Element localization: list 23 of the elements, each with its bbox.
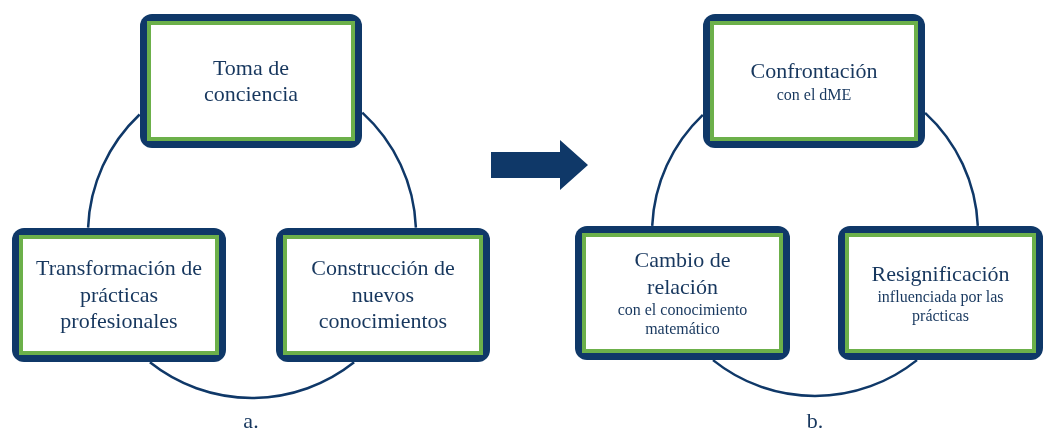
cycle-arc [86,113,141,228]
step-subtitle: con el conocimiento matemático [616,300,749,339]
cycle-arc [650,113,704,227]
step-box [276,228,490,362]
step-box [575,226,790,360]
step-box [838,226,1043,360]
step-box [140,14,362,148]
step-title: Transformación de prácticas profesionales [35,255,203,335]
step-title: Cambio de relación [633,247,732,301]
step-title: Toma de conciencia [202,54,300,108]
step-box [703,14,925,148]
cycle-arc [712,359,918,397]
panel-label: a. [243,408,259,434]
step-subtitle: con el dME [776,84,852,104]
cycle-arc [924,111,980,227]
step-box [12,228,226,362]
step-subtitle: influenciada por las prácticas [876,287,1005,326]
step-title: Resignificación [871,260,1010,287]
step-title: Construcción de nuevos conocimientos [310,255,456,335]
cycle-arc [361,111,418,228]
step-title: Confrontación [750,58,878,85]
panel-label: b. [806,408,824,434]
cycle-arc [149,361,355,399]
